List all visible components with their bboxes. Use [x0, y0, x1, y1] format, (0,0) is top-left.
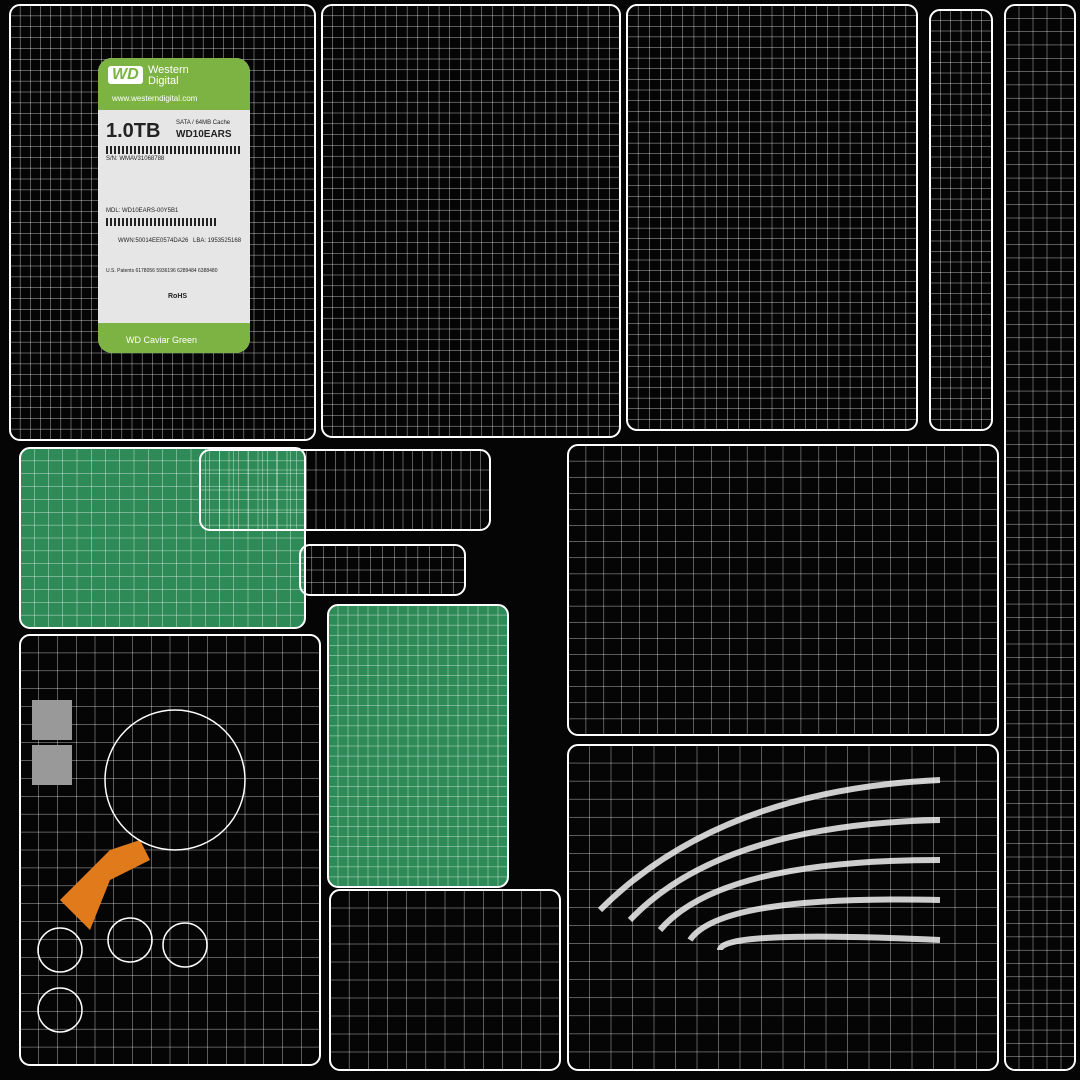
website: www.westerndigital.com: [112, 94, 198, 103]
wwn: WWN:50014EE0574DA26: [118, 238, 189, 244]
patents: U.S. Patents 6178056 5936196 6289484 638…: [106, 268, 218, 274]
rohs: RoHS: [168, 293, 188, 300]
capacity: 1.0TB: [106, 120, 161, 142]
actuator-arm-3: [687, 896, 941, 942]
serial: S/N: WMAV31068788: [106, 156, 165, 162]
spindle-hub: [104, 709, 246, 851]
brand-name: Western Digital: [148, 64, 189, 87]
label-footer: [98, 323, 250, 353]
mdl: MDL: WD10EARS-00Y5B1: [106, 208, 179, 214]
lba: LBA: 1953525168: [193, 238, 242, 244]
barcode: [106, 146, 242, 154]
platter-part-0: [37, 927, 83, 973]
chip-2: [32, 745, 72, 785]
platter-part-2: [162, 922, 208, 968]
actuator-arm-1: [627, 817, 941, 923]
barcode-2: [106, 218, 216, 226]
series-name: WD Caviar Green: [126, 335, 198, 345]
actuator-arm-2: [657, 857, 941, 932]
actuator-arm-4: [717, 933, 941, 951]
model: WD10EARS: [176, 129, 232, 140]
actuator-arm-0: [597, 777, 941, 913]
platter-part-3: [37, 987, 83, 1033]
flex-cable: [60, 840, 150, 930]
drive-label: WD Western Digital www.westerndigital.co…: [98, 58, 250, 353]
wd-logo: WD: [108, 66, 143, 84]
platter-part-1: [107, 917, 153, 963]
chip-1: [32, 700, 72, 740]
interface: SATA / 64MB Cache: [176, 120, 231, 126]
